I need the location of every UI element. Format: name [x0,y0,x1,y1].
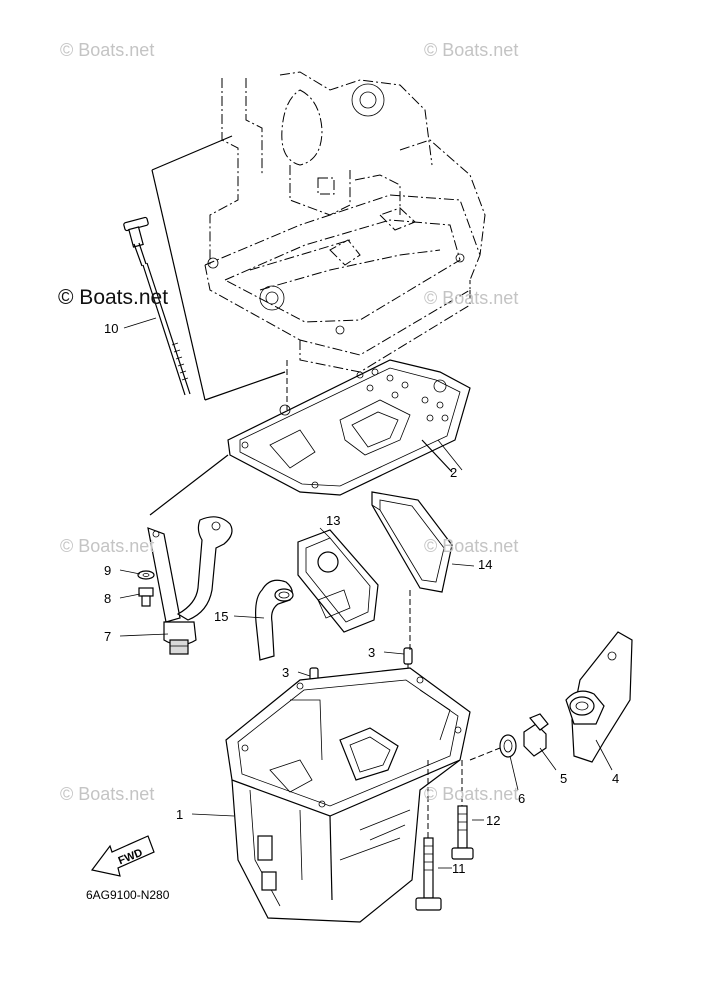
callout-14: 14 [478,557,493,572]
drain-plug-part-5 [523,713,549,757]
gasket-part-6 [499,734,517,758]
callout-2: 2 [450,465,458,480]
fwd-arrow-icon [90,835,155,877]
baffle-plate-part-13 [297,529,379,633]
cover-part-4 [565,631,633,763]
callout-10: 10 [104,321,119,336]
callout-5: 5 [560,771,568,786]
watermark-text: © Boats.net [60,784,155,804]
watermark-text: © Boats.net [60,40,155,60]
boats-net-logo-text: © Boats.net [58,286,169,309]
callout-15: 15 [214,609,229,624]
bolt-part-8 [138,587,154,607]
bolt-part-12 [451,760,474,860]
watermark-text: © Boats.net [424,40,519,60]
gasket-part-2 [149,359,471,516]
engine-block-phantom [204,71,486,373]
callout-11: 11 [452,861,466,876]
callout-7: 7 [104,629,112,644]
callout-12: 12 [486,813,501,828]
watermark-text: © Boats.net [424,288,519,308]
callout-3b: 3 [368,645,376,660]
bolt-part-11 [415,760,442,911]
callout-6: 6 [518,791,526,806]
watermark-text: © Boats.net [424,536,519,556]
dipstick-part-10 [123,135,286,401]
washer-part-9 [137,570,155,580]
callout-3a: 3 [282,665,290,680]
oil-pan-part-1 [225,667,471,923]
screen-part-14 [371,491,453,593]
callout-13: 13 [326,513,341,528]
callout-4: 4 [612,771,620,786]
hose-part-15 [255,579,294,661]
watermark-text: © Boats.net [60,536,155,556]
callout-1: 1 [176,807,184,822]
watermark-text: © Boats.net [424,784,519,804]
oil-strainer-part-7 [147,516,233,655]
leader-lines [119,317,613,869]
callout-8: 8 [104,591,112,606]
diagram-code: 6AG9100-N280 [86,888,170,902]
callout-9: 9 [104,563,112,578]
